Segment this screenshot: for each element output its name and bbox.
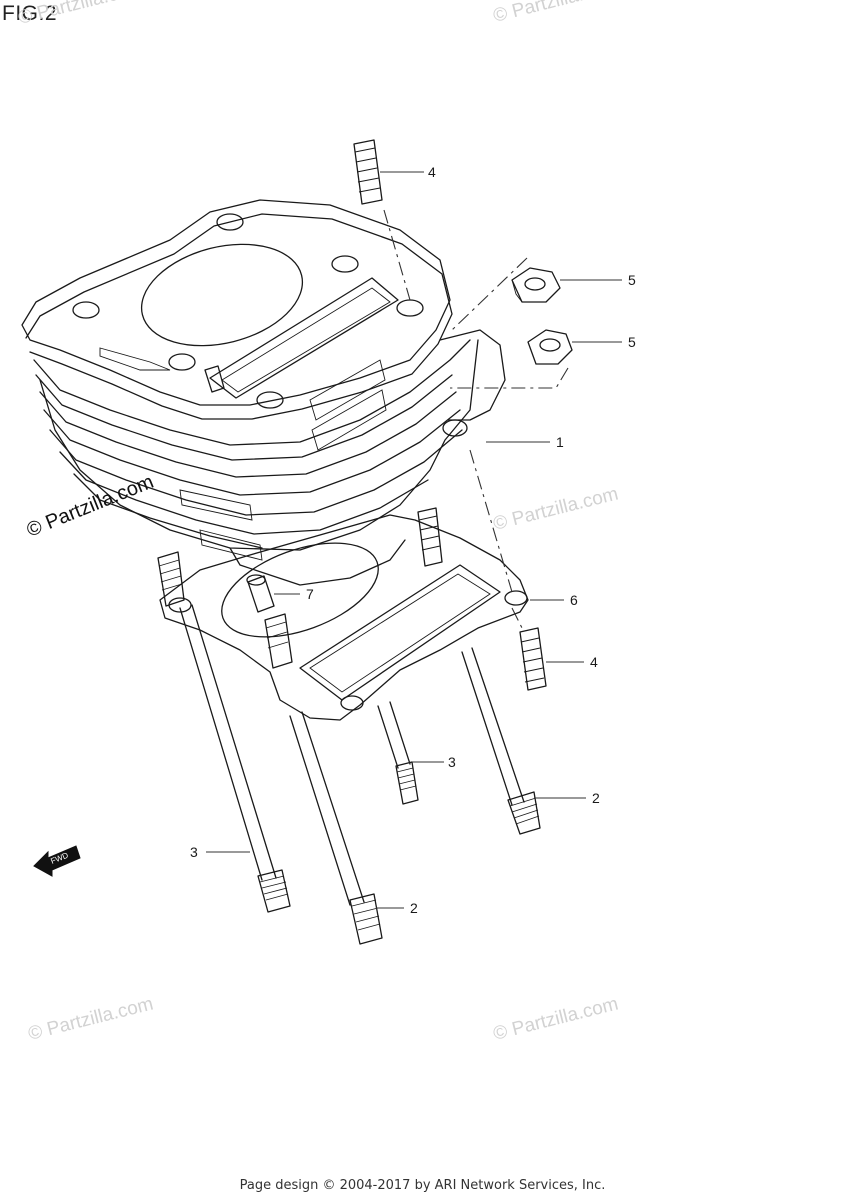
leader-lines (206, 171, 622, 909)
callout-3-left: 3 (190, 844, 198, 860)
callout-2-front: 2 (410, 900, 418, 916)
callout-2-right: 2 (592, 790, 600, 806)
watermark-low-left: © Partzilla.com (26, 994, 155, 1045)
callout-5-lower: 5 (628, 334, 636, 350)
page-footer: Page design © 2004-2017 by ARI Network S… (239, 1178, 606, 1193)
stud-long-3-mid (377, 701, 419, 805)
callout-7: 7 (306, 586, 314, 602)
stud-short-right (519, 627, 547, 691)
callout-1: 1 (556, 434, 564, 450)
callout-6: 6 (570, 592, 578, 608)
figure-title: FIG.2 (2, 2, 58, 25)
cylinder-exploded-diagram: © Partzilla.com © Partzilla.com © Partzi… (16, 0, 636, 1045)
callout-5-upper: 5 (628, 272, 636, 288)
stud-short-front (264, 613, 293, 669)
watermark-mid-right: © Partzilla.com (491, 484, 620, 535)
stud-long-2-right (461, 647, 541, 835)
assembly-lines (383, 209, 569, 629)
cylinder-body (21, 199, 506, 586)
watermark-low-right: © Partzilla.com (491, 994, 620, 1045)
dowel-pin (246, 574, 275, 613)
base-gasket (159, 514, 529, 721)
stud-short-top (353, 139, 383, 205)
flange-nut-lower (527, 329, 573, 365)
watermark-top: © Partzilla.com (491, 0, 620, 27)
watermark-top-left: © Partzilla.com (16, 0, 145, 29)
stud-short-left (157, 551, 185, 607)
callout-4-top: 4 (428, 164, 436, 180)
callout-3-mid: 3 (448, 754, 456, 770)
flange-nut-upper (511, 267, 561, 303)
stud-long-2-front (289, 711, 383, 945)
forward-arrow-icon: FWD (33, 845, 81, 877)
callout-4-right: 4 (590, 654, 598, 670)
stud-long-3-left (179, 604, 291, 913)
stud-short-back (417, 507, 443, 567)
